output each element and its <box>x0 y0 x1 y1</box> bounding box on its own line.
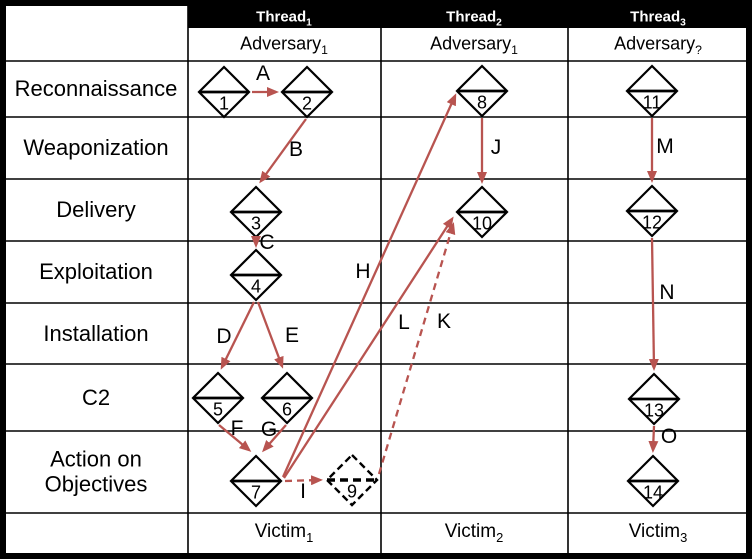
edge-G-label: G <box>260 418 278 441</box>
thread-3-header: Thread3 <box>630 8 686 29</box>
node-2-number: 2 <box>301 93 313 114</box>
adversary-3-name: Adversary <box>614 33 696 54</box>
phase-label-reconnaissance: Reconnaissance <box>14 76 178 101</box>
edge-E-arrow <box>256 301 284 369</box>
node-14-number: 14 <box>642 482 664 503</box>
edge-B-arrow <box>259 118 307 184</box>
edge-H-label: H <box>355 260 371 283</box>
node-1-number: 1 <box>218 93 230 114</box>
victim-1-name: Victim <box>254 521 307 542</box>
phase-label-installation: Installation <box>43 321 149 346</box>
adversary-1-name: Adversary <box>240 33 322 54</box>
adversary-1-label: Adversary1 <box>240 33 328 58</box>
phase-label-weaponization: Weaponization <box>23 135 169 160</box>
node-9-number: 9 <box>346 481 358 502</box>
adversary-2-label: Adversary1 <box>430 33 518 58</box>
node-4-number: 4 <box>250 276 262 297</box>
victim-3-subscript: 3 <box>680 529 688 545</box>
thread-1-header: Thread1 <box>256 8 312 29</box>
thread-header-bar <box>188 5 746 28</box>
edge-A-label: A <box>255 62 271 85</box>
edge-F-label: F <box>230 417 244 440</box>
edge-I-arrow-dashed <box>284 475 323 486</box>
edge-N-label: N <box>659 281 675 304</box>
edge-O-arrow <box>648 425 659 453</box>
node-13-number: 13 <box>643 400 665 421</box>
edge-O-label: O <box>660 425 678 448</box>
thread-2-subscript: 2 <box>496 17 502 29</box>
edge-F-arrow <box>218 424 252 452</box>
victim-3-label: Victim3 <box>628 521 688 545</box>
edge-K-arrow-dashed <box>377 222 456 475</box>
victim-1-subscript: 1 <box>306 529 314 545</box>
victim-2-name: Victim <box>444 521 497 542</box>
thread-2-name: Thread <box>446 8 497 26</box>
victim-2-label: Victim2 <box>444 521 504 545</box>
victim-2-subscript: 2 <box>496 529 504 545</box>
edge-H-arrow <box>281 93 457 478</box>
thread-1-subscript: 1 <box>306 17 312 29</box>
node-6-number: 6 <box>281 399 293 420</box>
adversary-1-subscript: 1 <box>321 43 328 58</box>
edge-D-label: D <box>216 325 232 348</box>
node-3-number: 3 <box>250 213 262 234</box>
nodes-layer <box>191 64 681 508</box>
edge-G-arrow <box>262 424 287 453</box>
thread-1-name: Thread <box>256 8 307 26</box>
node-8-number: 8 <box>476 92 488 113</box>
thread-3-subscript: 3 <box>680 17 686 29</box>
node-9-diamond-dashed <box>325 453 379 507</box>
edge-B-label: B <box>288 138 304 161</box>
phase-label-c2: C2 <box>81 385 111 410</box>
edge-L-label: L <box>398 311 410 334</box>
phase-label-action-on-objectives: Action on Objectives <box>44 446 148 497</box>
edge-M-label: M <box>656 135 674 158</box>
victim-1-label: Victim1 <box>254 521 314 545</box>
node-5-number: 5 <box>212 399 224 420</box>
thread-2-header: Thread2 <box>446 8 502 29</box>
table-grid <box>6 6 746 553</box>
adversary-2-name: Adversary <box>430 33 512 54</box>
adversary-3-label: Adversary? <box>614 33 702 58</box>
edge-J-label: J <box>490 136 502 159</box>
edge-E-label: E <box>284 324 300 347</box>
edge-N-arrow <box>648 237 659 371</box>
node-11-number: 11 <box>642 92 662 113</box>
node-7-number: 7 <box>250 482 262 503</box>
edge-I-label: I <box>300 480 306 503</box>
node-10-number: 10 <box>471 213 493 234</box>
node-12-number: 12 <box>641 212 663 233</box>
edge-L-arrow <box>283 216 454 479</box>
adversary-2-subscript: 1 <box>511 43 518 58</box>
adversary-3-subscript: ? <box>695 43 702 58</box>
phase-label-delivery: Delivery <box>56 197 136 222</box>
victim-3-name: Victim <box>628 521 681 542</box>
edge-C-label: C <box>259 231 275 254</box>
edges-layer <box>218 87 659 486</box>
edge-K-label: K <box>436 310 452 333</box>
thread-3-name: Thread <box>630 8 681 26</box>
phase-label-exploitation: Exploitation <box>39 259 153 284</box>
edge-D-arrow <box>220 301 256 370</box>
